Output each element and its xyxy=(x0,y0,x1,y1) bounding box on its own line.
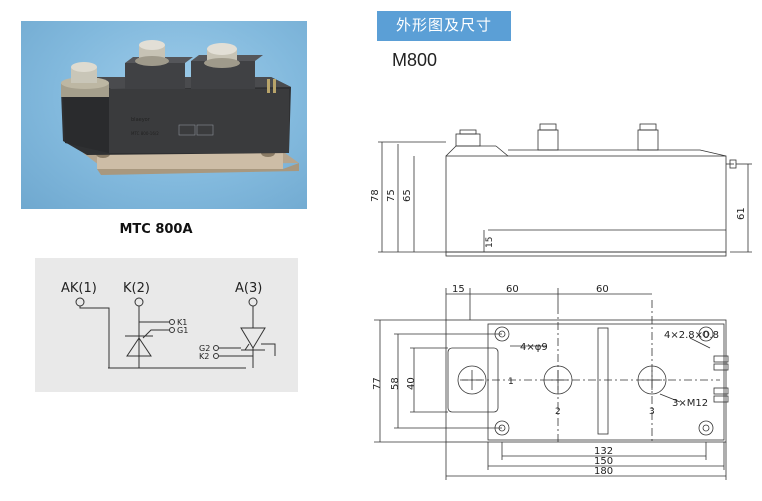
terminal-number-3: 3 xyxy=(649,407,655,417)
top-view-drawing: 15 60 60 77 58 40 132 150 180 4×φ9 4×2.8… xyxy=(360,276,762,496)
terminal-ak1: AK(1) xyxy=(61,281,97,296)
pin-g1: G1 xyxy=(177,326,188,335)
terminal-k2: K(2) xyxy=(123,281,150,296)
dim-top-15: 15 xyxy=(452,284,465,295)
pin-g2: G2 xyxy=(199,344,210,353)
photo-caption: MTC 800A xyxy=(119,222,193,237)
dim-bottom-132: 132 xyxy=(594,446,613,457)
terminal-number-2: 2 xyxy=(555,407,561,417)
product-photo: blaeyor MTC 800-16/2 xyxy=(21,21,307,209)
dim-bottom-150: 150 xyxy=(594,456,613,467)
dim-left-40: 40 xyxy=(406,377,417,390)
dim-15-side: 15 xyxy=(485,237,495,248)
model-name: M800 xyxy=(392,50,438,70)
pin-k2: K2 xyxy=(199,352,209,361)
dim-left-58: 58 xyxy=(390,377,401,390)
terminal-a3: A(3) xyxy=(235,281,262,296)
dim-top-60a: 60 xyxy=(506,284,519,295)
terminal-number-1: 1 xyxy=(508,377,514,387)
dim-61: 61 xyxy=(736,207,747,220)
dim-78: 78 xyxy=(370,189,381,202)
hole-note: 4×φ9 xyxy=(520,342,548,353)
dim-65: 65 xyxy=(402,189,413,202)
module-illustration: blaeyor MTC 800-16/2 xyxy=(61,40,299,175)
module-marking: MTC 800-16/2 xyxy=(131,131,159,136)
dim-75: 75 xyxy=(386,189,397,202)
dim-left-77: 77 xyxy=(372,377,383,390)
dim-bottom-180: 180 xyxy=(594,466,613,477)
side-view-drawing: 78 75 65 61 15 xyxy=(360,120,762,262)
circuit-schematic: AK(1) K(2) A(3) K1 G1 G2 K2 xyxy=(61,281,276,369)
dimension-title-badge: 外形图及尺寸 xyxy=(377,11,511,41)
pin-note: 4×2.8×0.8 xyxy=(664,330,719,341)
brand-text: blaeyor xyxy=(131,117,151,123)
screw-note: 3×M12 xyxy=(672,398,708,409)
dim-top-60b: 60 xyxy=(596,284,609,295)
circuit-diagram: AK(1) K(2) A(3) K1 G1 G2 K2 xyxy=(35,258,298,392)
pin-k1: K1 xyxy=(177,318,187,327)
